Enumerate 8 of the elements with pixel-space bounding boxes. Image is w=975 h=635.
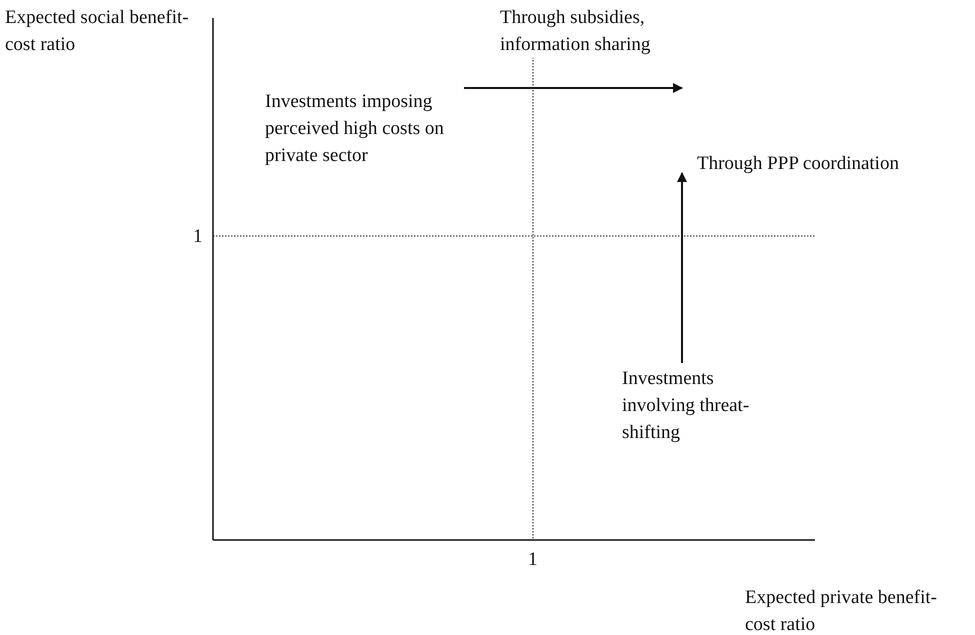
arrow	[464, 83, 683, 93]
axis-title: Expected social benefit-cost ratio	[5, 6, 190, 57]
tick-label: 1	[528, 548, 538, 572]
arrow	[677, 172, 687, 363]
quadrant-text: Investments involving threat-shifting	[622, 365, 752, 446]
tick-label: 1	[193, 225, 202, 249]
axis-title: Expected private benefit-cost ratio	[745, 586, 938, 635]
quadrant-text: Investments imposing perceived high costs on private sector	[265, 88, 462, 169]
